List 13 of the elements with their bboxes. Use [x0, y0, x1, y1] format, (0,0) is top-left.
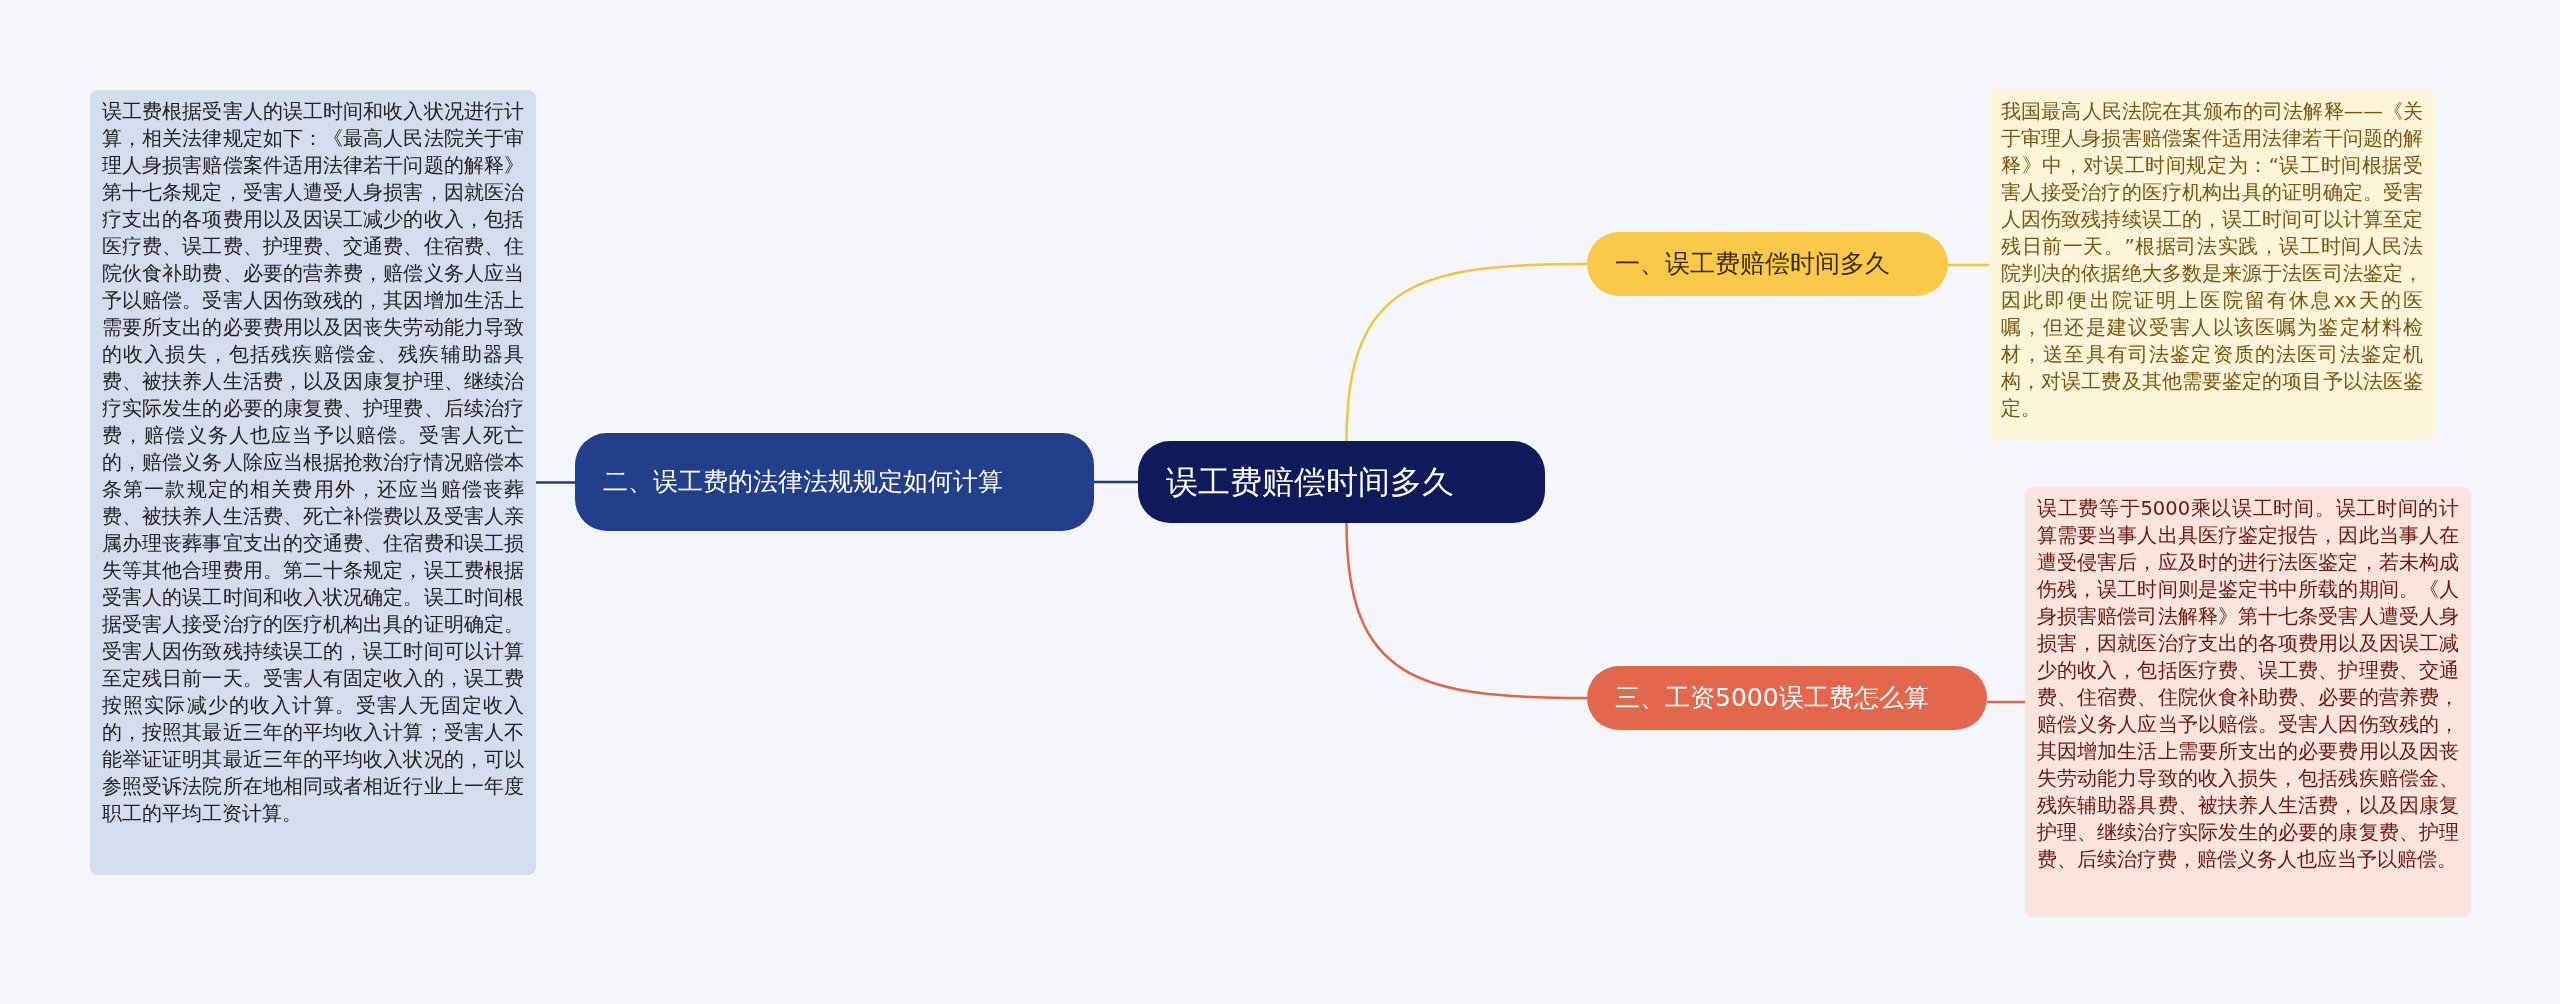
connector-line: [1948, 263, 1989, 267]
note-box: 误工费等于5000乘以误工时间。误工时间的计算需要当事人出具医疗鉴定报告，因此当事人在遭受侵害后，应及时的进行法医鉴定，若未构成伤残，误工时间则是鉴定书中所载的期间。《人身损害赔偿司法解释》第十七条受害人遭受人身损害，因就医治疗支出的各项费用以及因误工减少的收入，包括医疗费、误工费、护理费、交通费、住宿费、住院伙食补助费、必要的营养费，赔偿义务人应当予以赔偿。受害人因伤致残的，其因增加生活上需要所支出的必要费用以及因丧失劳动能力导致的收入损失，包括残疾赔偿金、残疾辅助器具费、被扶养人生活费，以及因康复护理、继续治疗实际发生的必要的康复费、护理费、后续治疗费，赔偿义务人也应当予以赔偿。: [2025, 487, 2471, 917]
connector-line: [536, 481, 575, 484]
connector-line: [1345, 262, 1587, 442]
connector-line: [1987, 700, 2025, 704]
connector-line: [1094, 480, 1138, 484]
topic-box: 三、工资5000误工费怎么算: [1587, 666, 1987, 730]
topic-box: 二、误工费的法律法规规定如何计算: [575, 433, 1094, 531]
topic-box: 一、误工费赔偿时间多久: [1587, 232, 1948, 296]
note-box: 我国最高人民法院在其颁布的司法解释——《关于审理人身损害赔偿案件适用法律若干问题的解释》中，对误工时间规定为：“误工时间根据受害人接受治疗的医疗机构出具的证明确定。受害人因伤致残持续误工的，误工时间可以计算至定残日前一天。”根据司法实践，误工时间人民法院判决的依据绝大多数是来源于法医司法鉴定，因此即便出院证明上医院留有休息xx天的医嘱，但还是建议受害人以该医嘱为鉴定材料检材，送至具有司法鉴定资质的法医司法鉴定机构，对误工费及其他需要鉴定的项目予以法医鉴定。: [1989, 90, 2435, 440]
connector-line: [1345, 522, 1587, 700]
note-box: 误工费根据受害人的误工时间和收入状况进行计算，相关法律规定如下：《最高人民法院关于审理人身损害赔偿案件适用法律若干问题的解释》第十七条规定，受害人遭受人身损害，因就医治疗支出的各项费用以及因误工减少的收入，包括医疗费、误工费、护理费、交通费、住宿费、住院伙食补助费、必要的营养费，赔偿义务人应当予以赔偿。受害人因伤致残的，其因增加生活上需要所支出的必要费用以及因丧失劳动能力导致的收入损失，包括残疾赔偿金、残疾辅助器具费、被扶养人生活费，以及因康复护理、继续治疗实际发生的必要的康复费、护理费、后续治疗费，赔偿义务人也应当予以赔偿。受害人死亡的，赔偿义务人除应当根据抢救治疗情况赔偿本条第一款规定的相关费用外，还应当赔偿丧葬费、被扶养人生活费、死亡补偿费以及受害人亲属办理丧葬事宜支出的交通费、住宿费和误工损失等其他合理费用。第二十条规定，误工费根据受害人的误工时间和收入状况确定。误工时间根据受害人接受治疗的医疗机构出具的证明确定。受害人因伤致残持续误工的，误工时间可以计算至定残日前一天。受害人有固定收入的，误工费按照实际减少的收入计算。受害人无固定收入的，按照其最近三年的平均收入计算；受害人不能举证证明其最近三年的平均收入状况的，可以参照受诉法院所在地相同或者相近行业上一年度职工的平均工资计算。: [90, 90, 536, 875]
root-topic: 误工费赔偿时间多久: [1138, 441, 1545, 523]
